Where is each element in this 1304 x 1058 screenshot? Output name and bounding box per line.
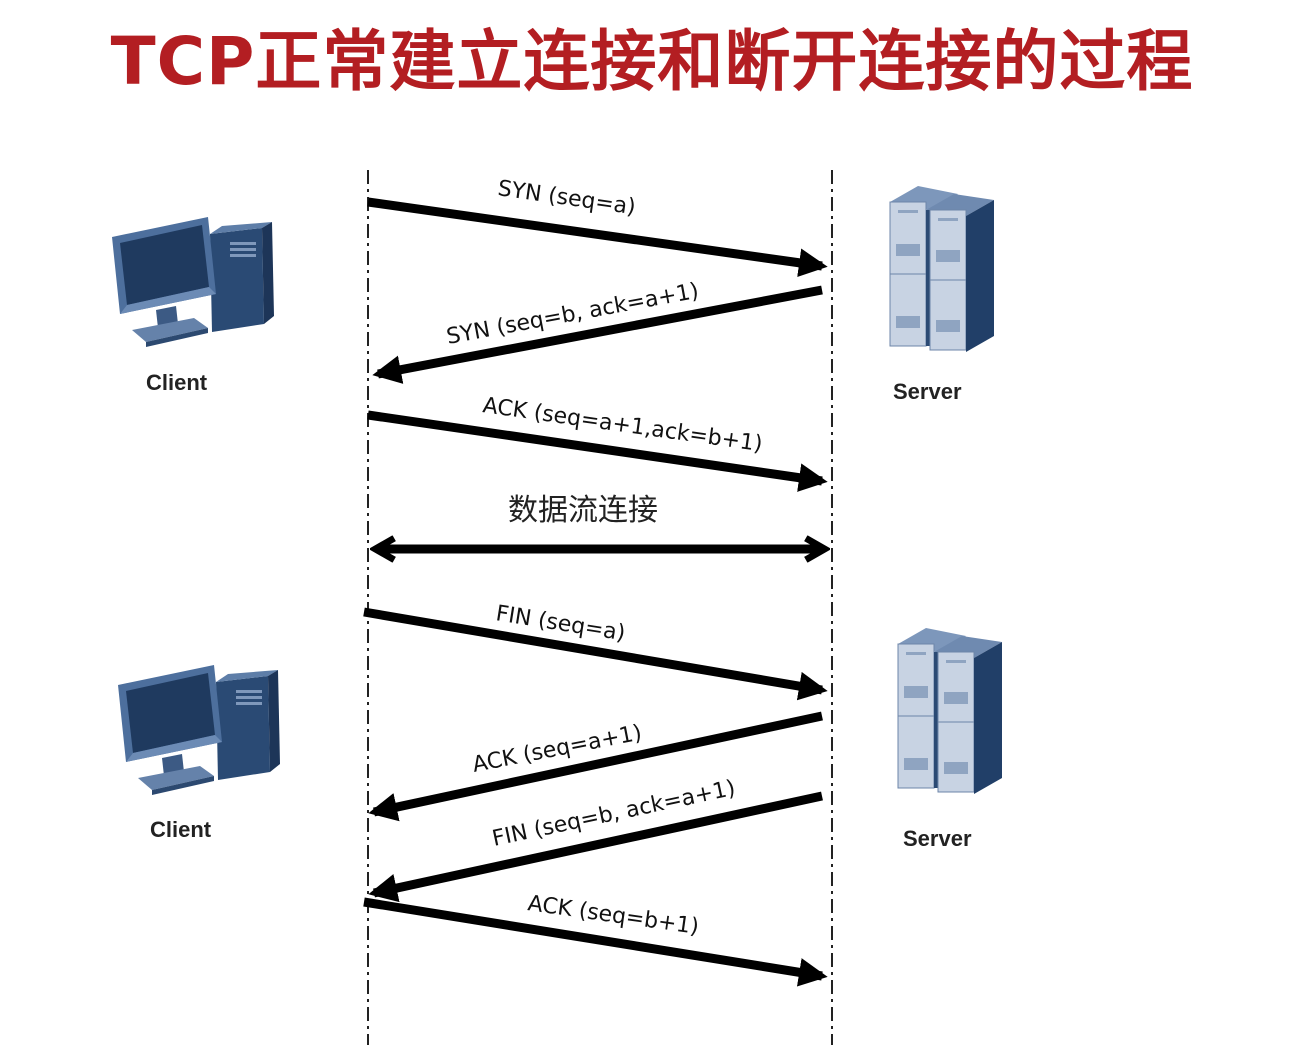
client-label-bottom: Client [150,817,212,842]
server-label-top: Server [893,379,962,404]
syn-label: SYN (seq=a) [496,176,637,220]
fin2-arrow [368,791,823,903]
page-title: TCP正常建立连接和断开连接的过程 [110,23,1194,100]
server-icon-bottom [897,627,1003,795]
syn-arrow [367,197,828,278]
ack2-arrow [368,711,823,822]
ack-arrow [367,410,828,492]
syn-ack-arrow [372,285,823,384]
client-icon-top [112,217,274,347]
fin-arrow [363,607,828,701]
ack3-arrow [363,897,828,987]
client-label-top: Client [146,370,208,395]
data-flow-label: 数据流连接 [508,493,658,528]
server-icon-top [889,185,995,353]
client-icon-bottom [118,665,280,795]
server-label-bottom: Server [903,826,972,851]
